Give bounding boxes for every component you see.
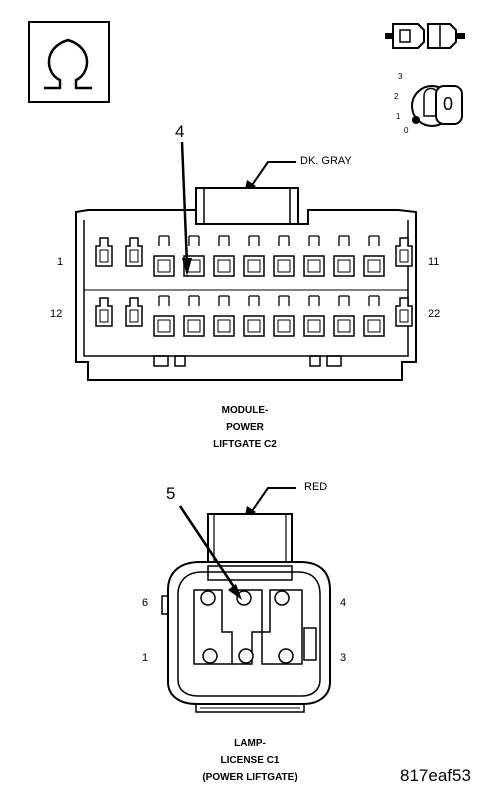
ignition-position-label: 2: [394, 92, 399, 101]
c2-cavity: [95, 297, 113, 327]
c2-cavity: [243, 295, 265, 337]
c2-cavity: [243, 235, 265, 277]
c2-cavity: [395, 237, 413, 267]
c1-caption-line: LICENSE C1: [220, 755, 280, 766]
c1-pin-label: 4: [340, 597, 347, 609]
c1-callout-number: 5: [166, 484, 176, 503]
c1-cavity-array: [200, 590, 294, 664]
ohm-meter-icon: [28, 21, 110, 103]
c2-cavity: [273, 235, 295, 277]
c1-connector-body: [161, 513, 331, 713]
c1-caption-line: LAMP-: [234, 738, 266, 749]
c2-cavity: [153, 235, 175, 277]
c1-cavity: [200, 590, 216, 606]
c2-callout-number: 4: [175, 122, 185, 141]
disconnected-connector-icon: [385, 23, 465, 49]
c1-cavity: [236, 590, 252, 606]
c2-cavity: [303, 235, 325, 277]
c2-caption: MODULE- POWER LIFTGATE C2: [165, 402, 325, 453]
c2-pin-label: 12: [50, 308, 63, 320]
c1-pin-label: 3: [340, 652, 347, 664]
c2-cavity: [395, 297, 413, 327]
c2-cavity: [213, 295, 235, 337]
c2-pin-label: 11: [428, 256, 440, 268]
c1-caption-line: (POWER LIFTGATE): [202, 772, 298, 783]
c2-cavity: [333, 235, 355, 277]
ignition-key-switch-icon: [411, 85, 463, 127]
ignition-key-label: 0: [443, 94, 454, 114]
c1-cavity: [278, 648, 294, 664]
c2-cavity: [183, 295, 205, 337]
figure-code: 817eaf53: [400, 766, 471, 785]
ignition-position-label: 1: [396, 112, 401, 121]
c2-cavity: [95, 237, 113, 267]
c1-cavity: [238, 648, 254, 664]
c2-cavity: [333, 295, 355, 337]
c1-cavity: [274, 590, 290, 606]
c2-caption-line: POWER: [226, 422, 264, 433]
c2-pin-label: 22: [428, 308, 441, 320]
c2-cavity: [303, 295, 325, 337]
c2-cavity-array: [95, 235, 413, 337]
c2-cavity: [125, 237, 143, 267]
c2-caption-line: LIFTGATE C2: [213, 439, 277, 450]
c1-caption: LAMP- LICENSE C1 (POWER LIFTGATE): [170, 735, 330, 786]
c1-pin-label: 1: [142, 652, 149, 664]
c2-cavity: [363, 235, 385, 277]
c2-wire-color-label: DK. GRAY: [300, 155, 352, 167]
c2-cavity: [153, 295, 175, 337]
ignition-position-label: 0: [404, 126, 409, 135]
c2-cavity: [125, 297, 143, 327]
c2-cavity: [363, 295, 385, 337]
c1-cavity: [202, 648, 218, 664]
ignition-position-label: 3: [398, 72, 403, 81]
c2-cavity: [273, 295, 295, 337]
c2-connector-body: [75, 187, 417, 381]
c2-caption-line: MODULE-: [221, 405, 269, 416]
c2-pin-label: 1: [57, 256, 64, 268]
c1-pin-label: 6: [142, 597, 149, 609]
c1-wire-color-label: RED: [304, 481, 328, 493]
c2-cavity: [213, 235, 235, 277]
